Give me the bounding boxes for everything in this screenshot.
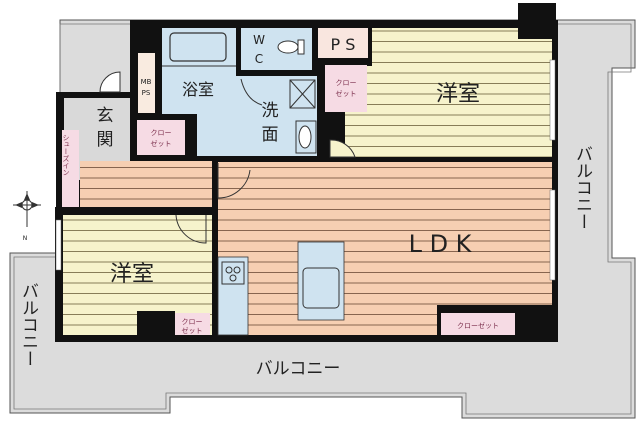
compass-north-label: N [23,235,28,242]
compass-icon [13,191,41,227]
window [55,219,62,271]
kitchen-sink-icon [302,267,340,309]
washroom-upper [241,76,317,116]
room-door [175,214,207,244]
mbps-shaft [138,53,155,113]
bathroom-label: 浴室 [182,80,214,99]
closet-entrance-label-1: クロー [151,129,172,137]
stove-icon [221,261,245,285]
entrance-label-2: 関 [97,130,114,150]
toilet-icon [277,40,299,54]
washroom-label-2: 面 [262,125,279,145]
balcony-label-left: バルコニー [18,282,38,367]
balcony-label-bottom: バルコニー [256,359,341,379]
ldk-closet [441,313,515,335]
balcony-label-right: バルコニー [572,145,592,230]
pillar [518,28,552,39]
closet-north-label-1: クロー [336,79,357,87]
kitchen-island [297,241,345,321]
ldk-door [217,163,251,199]
pillar [137,311,175,339]
wc-label-1: W [253,33,265,47]
washroom-label-1: 洗 [262,101,279,121]
kitchen-counter [217,256,249,336]
entry-door [99,71,121,93]
bathtub [169,32,227,62]
hallway [80,161,212,207]
ldk-closet-label: クローゼット [457,321,499,330]
toilet-tank-icon [297,39,305,55]
washing-machine-icon [289,79,316,109]
western-room-north-label: 洋室 [436,82,480,107]
window [549,59,556,141]
door-swing [240,78,263,106]
ps-shaft [318,28,368,58]
closet-south-label-2: ゼット [182,326,203,335]
shoes-in-closet [62,130,79,207]
closet-entrance [137,120,185,155]
mbps-label-2: PS [142,89,151,97]
western-room-south-label: 洋室 [110,262,154,287]
wc-label-2: C [255,52,263,66]
western-room-north-main [345,66,552,157]
closet-north-label-2: ゼット [336,89,357,98]
mbps-label-1: MB [141,78,152,86]
window [549,189,556,281]
ps-label: P S [331,35,356,54]
closet-entrance-label-2: ゼット [151,139,172,148]
closet-south-label-1: クロー [182,318,203,326]
entrance-label-1: 玄 [97,106,114,126]
shoes-in-label: シューズイン [62,134,70,176]
room-door [329,139,356,158]
closet-south [175,313,210,335]
closet-north [325,65,367,112]
sink-icon [295,120,317,154]
ldk-label: L D K [409,230,473,258]
